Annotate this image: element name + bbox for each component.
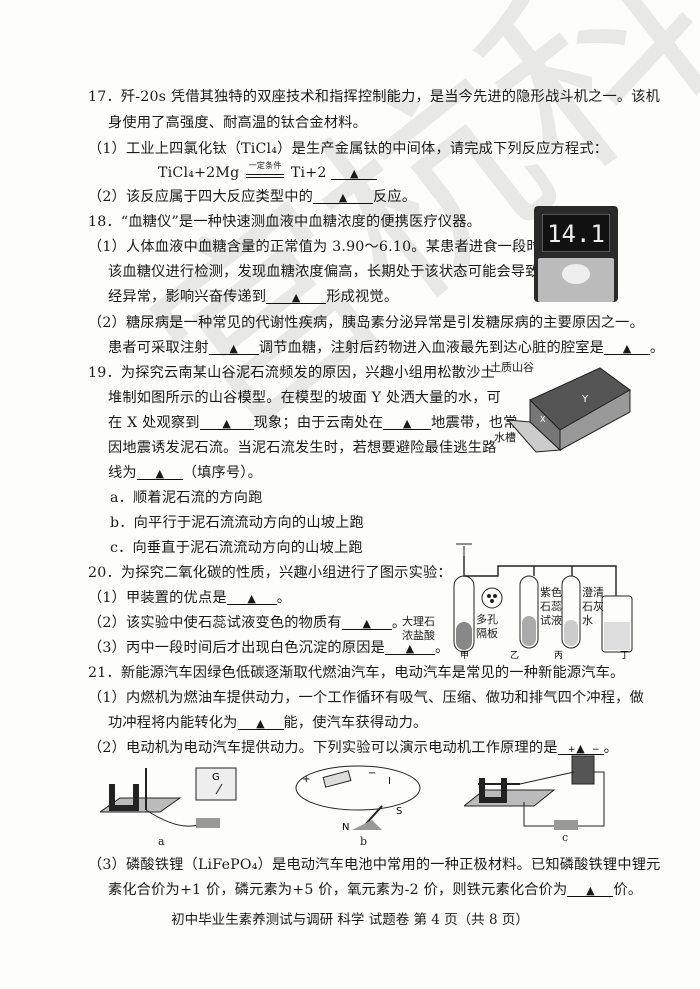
- q19-l5: 线为▲（填序号）。: [108, 465, 263, 481]
- q19-option-c: c．向垂直于泥石流流动方向的山坡上跑: [110, 540, 363, 556]
- co2-apparatus-figure: 甲 乙 丙 丁 大理石 浓盐酸 多孔 隔板 紫色石蕊试液 澄清石灰水: [402, 536, 646, 661]
- q18-line1: 18．“血糖仪”是一种快速测血液中血糖浓度的便携医疗仪器。: [88, 214, 482, 230]
- fig-label-soil-valley: 土质山谷: [490, 361, 534, 374]
- q21-sub2: （2）电动机为电动汽车提供动力。下列实验可以演示电动机工作原理的是▲。: [88, 740, 619, 756]
- fig-label-acid: 浓盐酸: [402, 629, 435, 642]
- fig-label-b: b: [360, 835, 368, 848]
- fig-label-yi: 乙: [510, 650, 519, 660]
- svg-text:+: +: [302, 774, 310, 785]
- q21-sub3-l2: 素化合价为+1 价，磷元素为+5 价，氧元素为-2 价，则铁元素化合价为▲价。: [108, 882, 643, 898]
- fig-label-ding: 丁: [620, 651, 629, 660]
- q21-sub3-l1: （3）磷酸铁锂（LiFePO₄）是电动汽车电池中常用的一种正极材料。已知磷酸铁锂…: [88, 857, 661, 873]
- q18-sub1-l1: （1）人体血液中血糖含量的正常值为 3.90～6.10。某患者进食一段时间后用: [88, 239, 584, 255]
- q21-sub1-l2: 功冲程将内能转化为▲能，使汽车获得动力。: [108, 715, 428, 731]
- experiment-figure-b: + − I N S: [292, 760, 422, 836]
- co2-apparatus-svg: 甲 乙 丙 丁: [453, 543, 633, 661]
- answer-blank-q18-2[interactable]: ▲: [208, 341, 259, 355]
- q19-option-a: a．顺着泥石流的方向跑: [110, 490, 263, 506]
- equation-condition: 一定条件: [248, 161, 282, 170]
- fig-label-litmus: 紫色石蕊试液: [540, 586, 562, 627]
- q17-sub2: （2）该反应属于四大反应类型中的▲反应。: [88, 189, 417, 205]
- q17-line1: 17．歼-20s 凭借其独特的双座技术和指挥控制能力，是当今先进的隐形战斗机之一…: [88, 89, 661, 105]
- q18-sub1-l3: 经异常，影响兴奋传递到▲形成视觉。: [108, 289, 399, 305]
- answer-blank-q21-3[interactable]: ▲: [567, 883, 614, 897]
- q20-l1: 20．为探究二氧化碳的性质，兴趣小组进行了图示实验：: [88, 565, 452, 581]
- answer-blank-q21-1[interactable]: ▲: [237, 716, 284, 730]
- current-label: I: [388, 776, 391, 787]
- q18-sub1-l2: 该血糖仪进行检测，发现血糖浓度偏高，长期处于该状态可能会导致视神: [108, 264, 569, 280]
- q19-option-b: b．向平行于泥石流流动方向的山坡上跑: [110, 515, 364, 531]
- q19-l4: 因地震诱发泥石流。当泥石流发生时，若想要避险最佳逃生路: [108, 440, 497, 456]
- fig-label-y: Y: [581, 394, 589, 405]
- fig-label-jia: 甲: [460, 650, 469, 660]
- answer-blank-q20-3[interactable]: ▲: [384, 641, 435, 655]
- answer-blank-q19-1[interactable]: ▲: [199, 416, 254, 430]
- fig-label-water-tank: 水槽: [494, 431, 516, 444]
- answer-blank-q17-1[interactable]: ▲: [331, 166, 378, 180]
- answer-blank-q18-1[interactable]: ▲: [266, 290, 327, 304]
- page-footer: 初中毕业生素养测试与调研 科学 试题卷 第 4 页（共 8 页）: [171, 912, 529, 928]
- q17-sub1: （1）工业上四氯化钛（TiCl₄）是生产金属钛的中间体，请完成下列反应方程式：: [88, 141, 609, 157]
- answer-blank-q19-3[interactable]: ▲: [136, 466, 183, 480]
- valley-model-figure: Y X 土质山谷 水槽: [490, 360, 636, 460]
- answer-blank-q20-2[interactable]: ▲: [341, 616, 392, 630]
- q19-l2: 堆制如图所示的山谷模型。在模型的坡面 Y 处洒大量的水，可: [108, 390, 502, 406]
- answer-blank-q18-3[interactable]: ▲: [604, 341, 651, 355]
- svg-text:−: −: [368, 768, 376, 779]
- q18-sub2-l2: 患者可采取注射▲调节血糖，注射后药物进入血液最先到达心脏的腔室是▲。: [108, 340, 665, 356]
- q21-sub1-l1: （1）内燃机为燃油车提供动力，一个工作循环有吸气、压缩、做功和排气四个冲程，做: [88, 690, 644, 706]
- q20-sub2: （2）该实验中使石蕊试液变色的物质有▲。: [88, 615, 407, 631]
- fig-label-x: X: [540, 415, 546, 424]
- equation-arrow: 一定条件: [244, 162, 286, 180]
- answer-blank-q17-2[interactable]: ▲: [313, 190, 374, 204]
- glucose-meter-photo: 14.1: [534, 206, 618, 302]
- equation-right: Ti+2: [290, 165, 327, 181]
- answer-blank-q20-1[interactable]: ▲: [226, 591, 277, 605]
- fig-label-porous-1: 多孔: [476, 613, 498, 626]
- q21-l1: 21．新能源汽车因绿色低碳逐渐取代燃油汽车，电动汽车是常见的一种新能源汽车。: [88, 665, 625, 681]
- fig-label-a: a: [158, 835, 165, 848]
- q17-equation: TiCl₄+2Mg 一定条件 Ti+2 ▲: [158, 162, 378, 181]
- q20-sub3: （3）丙中一段时间后才出现白色沉淀的原因是▲。: [88, 640, 450, 656]
- answer-blank-q21-2[interactable]: ▲: [557, 741, 604, 755]
- q19-l1: 19．为探究云南某山谷泥石流频发的原因，兴趣小组用松散沙土: [88, 365, 495, 381]
- pole-n-label: N: [342, 822, 349, 833]
- svg-text:−: −: [592, 745, 600, 755]
- q17-line2: 身使用了高强度、耐高温的钛合金材料。: [108, 115, 367, 131]
- svg-text:+: +: [568, 745, 576, 755]
- fig-label-limewater: 澄清石灰水: [582, 586, 604, 627]
- experiment-figure-c: + −: [462, 742, 614, 836]
- fig-label-c: c: [562, 831, 569, 844]
- fig-label-marble: 大理石: [402, 615, 435, 628]
- fig-label-bing: 丙: [554, 650, 563, 660]
- experiment-figure-a: G: [98, 762, 240, 838]
- equation-left: TiCl₄+2Mg: [158, 165, 240, 181]
- answer-blank-q19-2[interactable]: ▲: [383, 416, 432, 430]
- meter-display: 14.1: [542, 214, 610, 252]
- galvanometer-label: G: [212, 772, 220, 783]
- valley-model-svg: Y X: [506, 367, 631, 453]
- pole-s-label: S: [396, 806, 402, 817]
- q20-sub1: （1）甲装置的优点是▲。: [88, 590, 292, 606]
- fig-label-porous-2: 隔板: [476, 627, 498, 640]
- q18-sub2-l1: （2）糖尿病是一种常见的代谢性疾病，胰岛素分泌异常是引发糖尿病的主要原因之一。: [88, 315, 644, 331]
- q19-l3: 在 X 处观察到▲现象；由于云南处在▲地震带，也常: [108, 415, 518, 431]
